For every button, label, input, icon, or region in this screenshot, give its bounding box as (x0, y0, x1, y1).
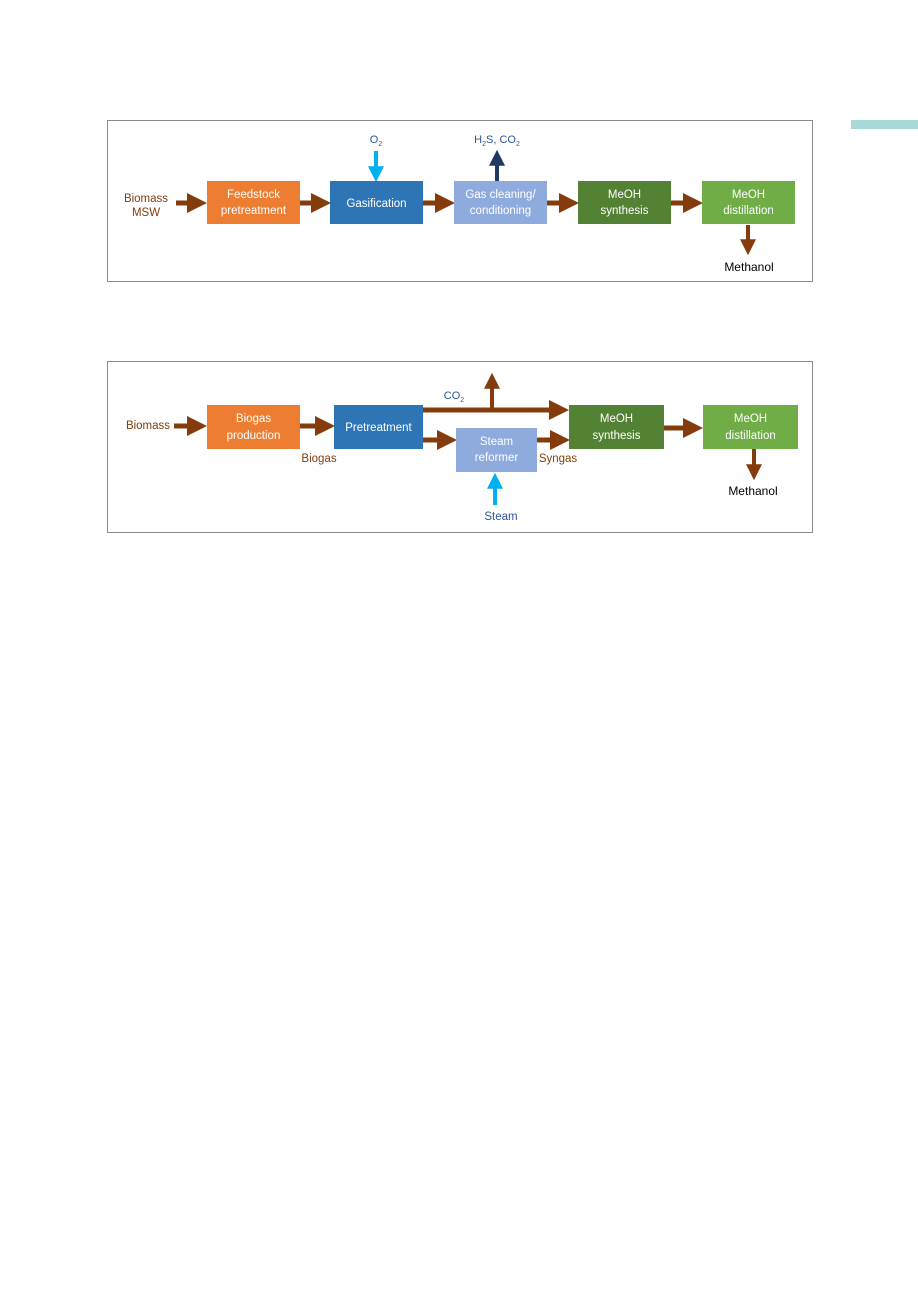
steam-reformer-label-line2: reformer (475, 452, 519, 464)
feedstock-label-line1: Feedstock (227, 189, 280, 201)
synthesis-label-line1: MeOH (608, 189, 641, 201)
o2-label-sub: 2 (378, 141, 382, 148)
biogas-box-label-line1: Biogas (236, 413, 271, 425)
box-meoh-synthesis: MeOH synthesis (578, 181, 671, 224)
co2-label-sub: 2 (516, 141, 520, 148)
diagram2-svg: Biomass Biogas production Pretreatment S… (126, 372, 798, 523)
steam-inlet-label: Steam (484, 511, 517, 523)
h2s-label-sub: 2 (482, 141, 486, 148)
distillation2-label-line1: MeOH (734, 413, 767, 425)
co2-label-sub: 2 (460, 397, 464, 404)
biomass-msw-label-line2: MSW (132, 207, 160, 219)
biomass-input-label: Biomass (126, 420, 170, 432)
diagram1-svg: Biomass MSW Feedstock pretreatment Gasif… (124, 134, 795, 274)
distillation2-label-line2: distillation (725, 430, 776, 442)
biogas-stream-label: Biogas (301, 453, 336, 465)
box-gasification: Gasification (330, 181, 423, 224)
box-meoh-synthesis: MeOH synthesis (569, 405, 664, 449)
gasification-label: Gasification (346, 198, 406, 210)
h2s-label-s-co: S, CO (486, 134, 516, 146)
o2-label-main: O (370, 134, 379, 146)
section-tab-accent (851, 120, 918, 129)
diagram-biogas-route: Biomass Biogas production Pretreatment S… (107, 361, 813, 533)
distillation-label-line2: distillation (723, 205, 774, 217)
synthesis-label-line2: synthesis (601, 205, 649, 217)
gas-cleaning-label-line1: Gas cleaning/ (465, 189, 536, 201)
box-meoh-distillation: MeOH distillation (702, 181, 795, 224)
box-feedstock-pretreatment: Feedstock pretreatment (207, 181, 300, 224)
feedstock-label-line2: pretreatment (221, 205, 287, 217)
box-gas-cleaning: Gas cleaning/ conditioning (454, 181, 547, 224)
gas-cleaning-label-line2: conditioning (470, 205, 531, 217)
box-meoh-distillation: MeOH distillation (703, 405, 798, 449)
o2-label: O2 (370, 134, 383, 148)
methanol-output-label: Methanol (728, 484, 777, 498)
synthesis2-label-line2: synthesis (593, 430, 641, 442)
box-pretreatment: Pretreatment (334, 405, 423, 449)
diagram-gasification-route: Biomass MSW Feedstock pretreatment Gasif… (107, 120, 813, 282)
h2s-co2-label: H2S, CO2 (474, 134, 520, 148)
co2-label-main: CO (444, 390, 461, 402)
pretreatment-label: Pretreatment (345, 422, 412, 434)
methanol-output-label: Methanol (724, 260, 773, 274)
syngas-stream-label: Syngas (539, 453, 578, 465)
distillation-label-line1: MeOH (732, 189, 765, 201)
biomass-msw-label-line1: Biomass (124, 193, 168, 205)
biogas-box-label-line2: production (227, 430, 281, 442)
h2s-label-h: H (474, 134, 482, 146)
box-biogas-production: Biogas production (207, 405, 300, 449)
box-steam-reformer: Steam reformer (456, 428, 537, 472)
steam-reformer-label-line1: Steam (480, 436, 513, 448)
co2-label: CO2 (444, 390, 465, 404)
synthesis2-label-line1: MeOH (600, 413, 633, 425)
